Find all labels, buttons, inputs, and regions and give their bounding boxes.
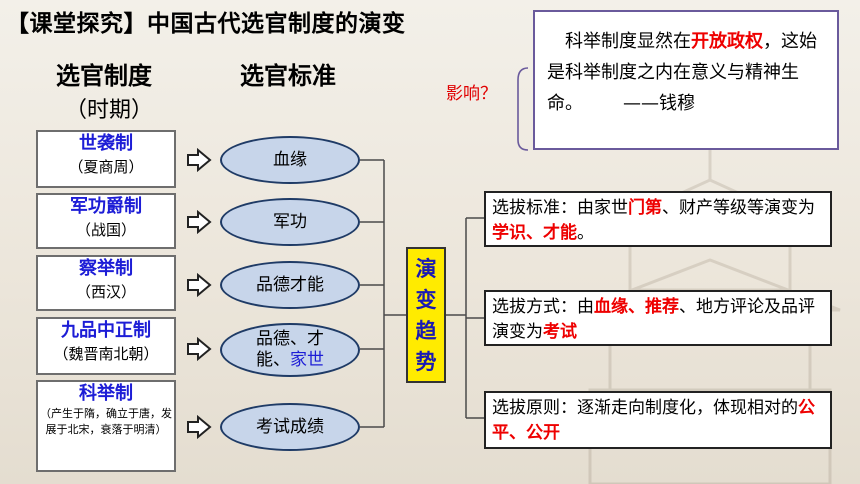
system-name: 九品中正制 bbox=[61, 320, 151, 341]
arrow-right-icon bbox=[187, 337, 212, 361]
system-box-jiupin: 九品中正制 （魏晋南北朝） bbox=[36, 317, 176, 375]
standard-ellipse-kaoshi: 考试成绩 bbox=[220, 403, 360, 451]
system-box-jungong: 军功爵制 （战国） bbox=[36, 193, 176, 249]
standard-ellipse-jiashi: 品德、才能、家世 bbox=[220, 323, 360, 377]
arrow-right-icon bbox=[187, 415, 212, 439]
system-box-keju: 科举制 （产生于隋，确立于唐，发展于北宋，衰落于明清） bbox=[36, 380, 176, 472]
arrow-right-icon bbox=[187, 210, 212, 234]
standard-ellipse-jungong: 军功 bbox=[220, 198, 360, 246]
trend-principle-box: 选拔原则：逐渐走向制度化，体现相对的公平、公开 bbox=[484, 391, 832, 449]
system-box-chaju: 察举制 （西汉） bbox=[36, 255, 176, 311]
system-name: 军功爵制 bbox=[70, 196, 142, 217]
system-name: 察举制 bbox=[79, 258, 133, 279]
quote-author: ——钱穆 bbox=[623, 93, 695, 114]
system-name: 科举制 bbox=[79, 383, 133, 404]
trend-box: 演 变 趋 势 bbox=[406, 247, 446, 383]
header-system: 选官制度 bbox=[56, 62, 152, 90]
system-period: （夏商周） bbox=[68, 158, 144, 176]
system-period: （西汉） bbox=[75, 283, 136, 301]
standard-ellipse-xueyuan: 血缘 bbox=[220, 136, 360, 184]
standard-ellipse-pinde: 品德才能 bbox=[220, 261, 360, 309]
system-period: （战国） bbox=[75, 221, 136, 239]
system-period: （魏晋南北朝） bbox=[53, 345, 159, 363]
arrow-right-icon bbox=[187, 148, 212, 172]
arrow-right-icon bbox=[187, 273, 212, 297]
header-period: （时期） bbox=[65, 98, 154, 123]
header-standard: 选官标准 bbox=[240, 62, 336, 90]
quote-box: 科举制度显然在开放政权，这始是科举制度之内在意义与精神生命。——钱穆 bbox=[533, 10, 839, 150]
system-box-shixi: 世袭制 （夏商周） bbox=[36, 130, 176, 188]
influence-label: 影响？ bbox=[446, 84, 497, 104]
system-name: 世袭制 bbox=[79, 133, 133, 154]
trend-criteria-box: 选拔标准：由家世门第、财产等级等演变为学识、才能。 bbox=[484, 191, 832, 247]
system-period-note: （产生于隋，确立于唐，发展于北宋，衰落于明清） bbox=[40, 407, 172, 436]
page-title: 【课堂探究】中国古代选官制度的演变 bbox=[6, 11, 406, 37]
trend-method-box: 选拔方式：由血缘、推荐、地方评论及品评演变为考试 bbox=[484, 290, 832, 346]
